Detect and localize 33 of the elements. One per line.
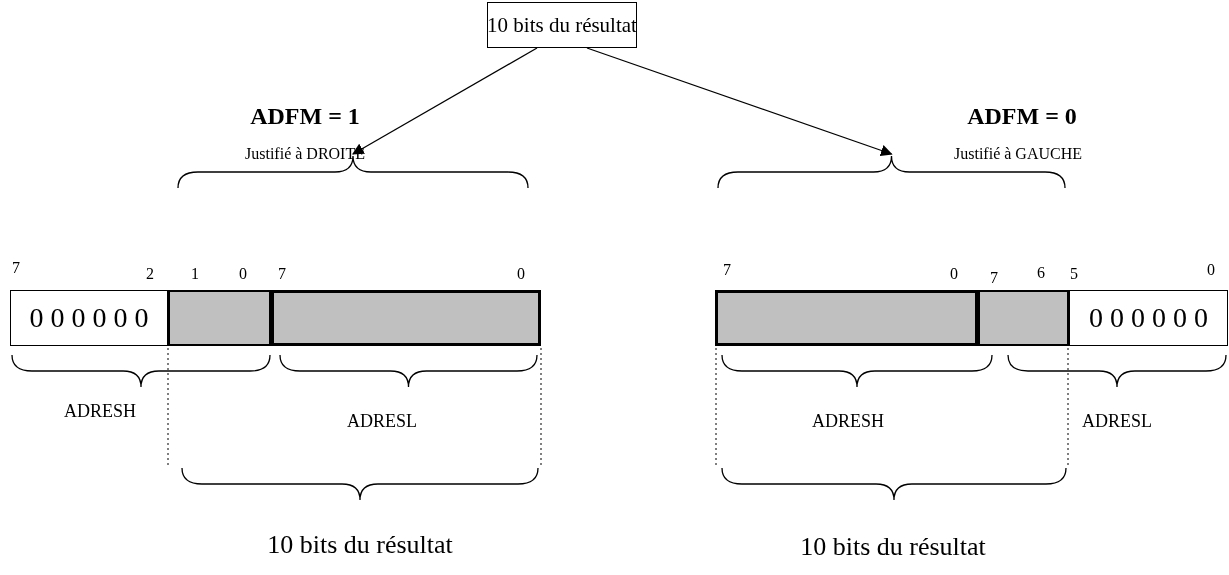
result-caption: 10 bits du résultat (800, 534, 986, 560)
register-name: ADRESH (812, 412, 884, 430)
mode-label: ADFM = 0 (967, 104, 1077, 128)
box-text: 10 bits du résultat (487, 12, 637, 38)
mode-label: ADFM = 1 (250, 104, 360, 128)
result-box (487, 2, 637, 48)
bit-number: 0 (517, 266, 525, 282)
bit-number: 1 (191, 266, 199, 282)
shaded-register-cell (168, 290, 271, 346)
bit-number: 5 (1070, 266, 1078, 282)
bit-number: 0 (950, 266, 958, 282)
bit-number: 0 (1207, 262, 1215, 278)
justification-note: Justifié à GAUCHE (954, 146, 1082, 162)
bit-values: 0 0 0 0 0 0 (1089, 302, 1208, 334)
result-caption: 10 bits du résultat (267, 532, 453, 558)
register-name: ADRESH (64, 402, 136, 420)
register-cell (1069, 290, 1228, 346)
register-cell (10, 290, 168, 346)
bit-values: 0 0 0 0 0 0 (29, 302, 149, 334)
register-name: ADRESL (347, 412, 417, 430)
bit-number: 6 (1037, 265, 1045, 281)
arrow (352, 47, 538, 155)
bit-number: 7 (723, 262, 731, 278)
bit-number: 7 (12, 260, 20, 276)
bit-number: 7 (990, 270, 998, 286)
bit-number: 2 (146, 266, 154, 282)
register-name: ADRESL (1082, 412, 1152, 430)
bit-number: 7 (278, 266, 286, 282)
shaded-register-cell (978, 290, 1069, 346)
arrow (586, 47, 893, 157)
shaded-register-cell (715, 290, 978, 346)
bit-number: 0 (239, 266, 247, 282)
shaded-register-cell (271, 290, 541, 346)
